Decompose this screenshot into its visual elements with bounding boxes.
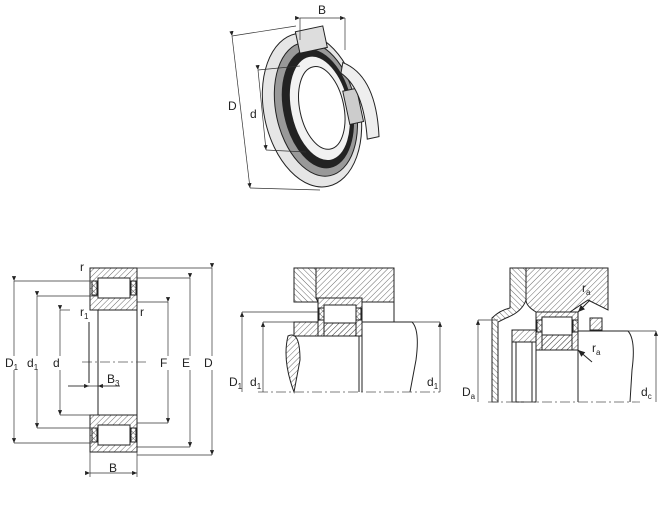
label-r-right: r — [140, 305, 144, 319]
section-view: r r1 r D1 d1 d B3 F E D B — [5, 260, 220, 477]
label-d1: d1 — [27, 356, 39, 372]
label-E: E — [182, 356, 190, 370]
label-D: D — [228, 99, 237, 113]
label-ra-top: ra — [582, 281, 591, 297]
label-F: F — [160, 356, 167, 370]
label-B: B — [109, 461, 117, 475]
label-B: B — [318, 3, 326, 17]
label-Da: Da — [462, 385, 476, 401]
mounting-view-2: ra ra Da dc — [462, 267, 659, 403]
iso-bearing-view: B D d — [228, 3, 380, 191]
label-d: d — [53, 356, 60, 370]
label-d1-left: d1 — [250, 375, 262, 391]
label-B3: B3 — [107, 372, 120, 388]
label-d: d — [250, 107, 257, 121]
mounting-view-1: D1 d1 d1 — [229, 267, 443, 394]
label-dc: dc — [641, 385, 652, 401]
label-ra-bottom: ra — [592, 341, 601, 357]
label-r-top: r — [80, 260, 84, 274]
label-D1: D1 — [229, 375, 243, 391]
label-D1: D1 — [5, 356, 19, 372]
label-r1: r1 — [80, 305, 89, 321]
label-D-outer: D — [204, 356, 213, 370]
label-d1-right: d1 — [427, 375, 439, 391]
